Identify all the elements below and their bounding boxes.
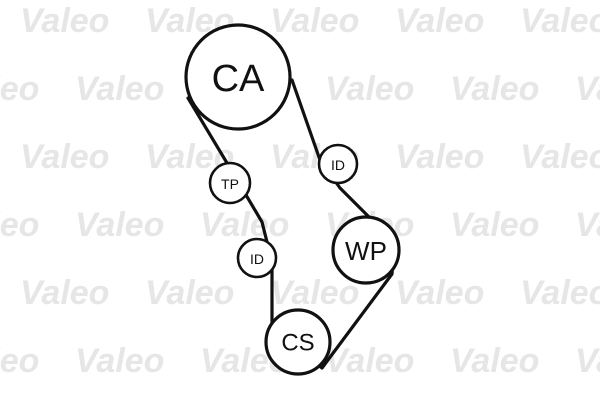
pulley-cs-circle	[264, 308, 332, 376]
pulley-wp-circle	[331, 215, 401, 285]
pulley-id-upper-label: ID	[331, 157, 345, 173]
pulley-ca-label: CA	[212, 58, 265, 100]
pulley-id-lower-circle	[236, 237, 278, 279]
pulley-cs-label: CS	[281, 330, 314, 357]
pulley-tp-label: TP	[221, 176, 239, 192]
pulley-id-upper: ID	[317, 143, 359, 185]
pulley-tp-circle	[208, 161, 252, 205]
pulley-ca-circle	[184, 23, 292, 131]
pulley-wp-label: WP	[345, 236, 387, 266]
pulley-ca: CA	[184, 23, 292, 131]
pulley-id-lower: ID	[236, 237, 278, 279]
pulley-cs: CS	[264, 308, 332, 376]
pulley-wp: WP	[331, 215, 401, 285]
pulley-tp: TP	[208, 161, 252, 205]
pulley-id-upper-circle	[317, 143, 359, 185]
pulley-id-lower-label: ID	[250, 251, 264, 267]
